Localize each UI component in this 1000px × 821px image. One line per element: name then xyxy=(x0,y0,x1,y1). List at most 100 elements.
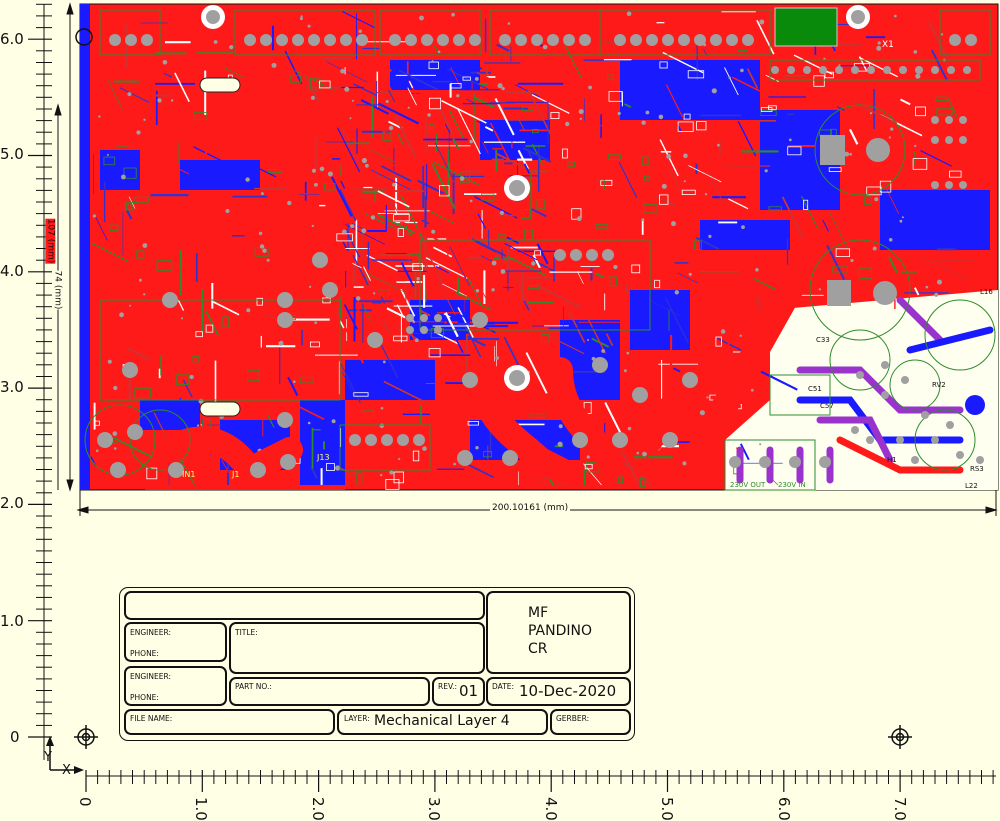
via xyxy=(642,451,647,457)
trace xyxy=(806,121,819,146)
via xyxy=(431,60,434,63)
smd-component xyxy=(760,110,777,116)
trace xyxy=(471,238,507,257)
pad xyxy=(947,66,955,74)
trace xyxy=(428,210,456,225)
through-hole-pad xyxy=(662,432,678,448)
via xyxy=(162,60,168,65)
trace xyxy=(587,317,607,354)
rev-box: REV.: 01 xyxy=(432,677,485,706)
smd-component xyxy=(134,387,151,399)
pad xyxy=(356,34,368,46)
trace xyxy=(836,106,845,112)
via xyxy=(750,388,754,392)
trace xyxy=(113,437,153,458)
through-hole-pad xyxy=(472,312,488,328)
label-rs3: RS3 xyxy=(970,465,984,473)
smd-component xyxy=(715,336,722,347)
trace xyxy=(397,132,405,146)
via xyxy=(708,234,712,238)
pad xyxy=(630,34,642,46)
smd-component xyxy=(428,124,435,130)
via xyxy=(788,138,792,142)
via xyxy=(666,154,671,159)
trace xyxy=(455,291,492,311)
pad xyxy=(531,34,543,46)
through-hole-pad xyxy=(277,292,293,308)
via xyxy=(491,260,497,266)
smd-component xyxy=(694,240,702,250)
via xyxy=(844,151,850,157)
trace xyxy=(377,102,419,125)
trace xyxy=(366,254,398,272)
pad xyxy=(141,34,153,46)
via xyxy=(475,289,480,293)
smd-component xyxy=(585,462,600,473)
pad xyxy=(469,34,481,46)
pad xyxy=(866,436,874,444)
trace xyxy=(760,370,798,391)
pad xyxy=(125,34,137,46)
trace xyxy=(781,196,804,239)
smd-component xyxy=(618,476,624,484)
trace xyxy=(479,286,491,308)
trace xyxy=(888,256,898,273)
through-hole-pad xyxy=(462,372,478,388)
rev-value: 01 xyxy=(459,682,479,700)
engineer-box-2: ENGINEER: PHONE: xyxy=(124,666,227,706)
pad xyxy=(931,181,939,189)
via xyxy=(507,22,511,25)
trace xyxy=(900,98,911,106)
trace xyxy=(125,209,133,220)
via xyxy=(197,424,200,427)
through-hole-pad xyxy=(612,432,628,448)
y-tick-label: 0 xyxy=(10,728,20,746)
trace xyxy=(408,81,414,89)
smd-component xyxy=(803,199,809,210)
trace xyxy=(182,379,193,398)
trace xyxy=(753,277,776,290)
trace xyxy=(442,175,462,186)
layer-box: LAYER: Mechanical Layer 4 xyxy=(337,709,548,735)
trace xyxy=(925,17,949,59)
via xyxy=(740,68,744,73)
via xyxy=(260,192,264,196)
smd-component xyxy=(385,478,400,490)
smd-component xyxy=(521,209,531,220)
smd-component xyxy=(541,334,550,343)
trace xyxy=(527,151,533,159)
pad xyxy=(406,314,414,322)
trace xyxy=(880,177,900,214)
via xyxy=(641,218,645,222)
smd-component xyxy=(428,97,441,110)
pad xyxy=(881,391,889,399)
through-hole-pad xyxy=(367,332,383,348)
trace xyxy=(363,266,371,281)
via xyxy=(888,136,891,139)
trace xyxy=(457,307,474,338)
through-hole-pad xyxy=(280,454,296,470)
via xyxy=(704,193,708,196)
y-tick-label: 5.0 xyxy=(0,145,24,163)
trace xyxy=(352,254,369,286)
trace xyxy=(603,309,610,320)
trace xyxy=(798,84,821,96)
trace xyxy=(437,279,456,316)
via xyxy=(113,385,118,391)
pad xyxy=(883,66,891,74)
trace xyxy=(662,51,704,74)
through-hole-pad xyxy=(250,462,266,478)
trace xyxy=(495,152,542,177)
trace xyxy=(665,84,685,121)
via xyxy=(869,112,873,115)
trace xyxy=(212,301,240,316)
trace xyxy=(433,246,453,258)
via xyxy=(293,380,296,384)
trace xyxy=(468,278,485,310)
trace xyxy=(400,262,415,287)
via xyxy=(636,451,640,455)
label-230v-out: 230V OUT xyxy=(730,481,766,489)
width-dimension-label: 200.10161 (mm) xyxy=(490,503,571,513)
pad xyxy=(899,66,907,74)
trace xyxy=(728,198,749,210)
